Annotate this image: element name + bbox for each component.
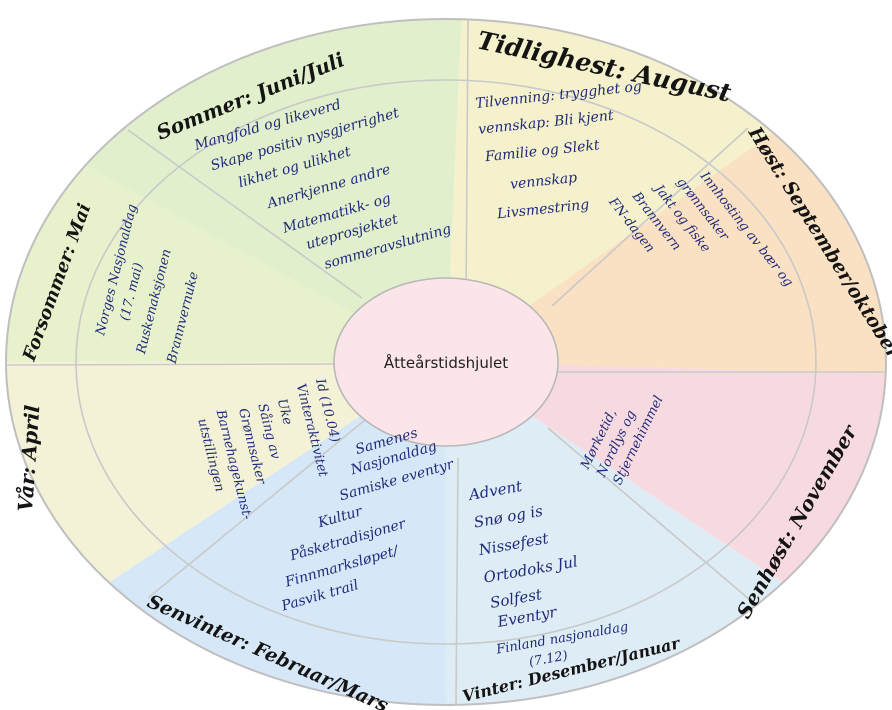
sector-forsommer [6,165,355,362]
sector-vinter [446,416,784,705]
spoke-upper-left [127,129,363,299]
spoke-lower-right [547,427,751,601]
item-vinter-8: (7.12) [528,649,569,671]
item-var-3: Uke [274,397,295,427]
sector-tidlighost [449,19,773,306]
spoke-upper-right [551,127,749,307]
sector-senvinter [108,416,447,705]
wheel-title: Åtteårstidshjulet [384,353,508,372]
center-hub [333,277,559,447]
sector-senhost [531,364,886,583]
sector-fills [6,19,886,705]
sector-sommer [85,19,462,314]
spokes [5,19,886,706]
inner-ring [75,79,817,645]
sector-host [529,132,886,374]
spoke-left [5,363,336,366]
spoke-bottom [455,457,459,706]
spoke-lower-left [147,419,366,599]
item-tidlighost-4: vennskap [509,170,578,193]
sector-var [6,362,361,583]
outer-ring [5,18,887,706]
spoke-top [465,19,469,301]
